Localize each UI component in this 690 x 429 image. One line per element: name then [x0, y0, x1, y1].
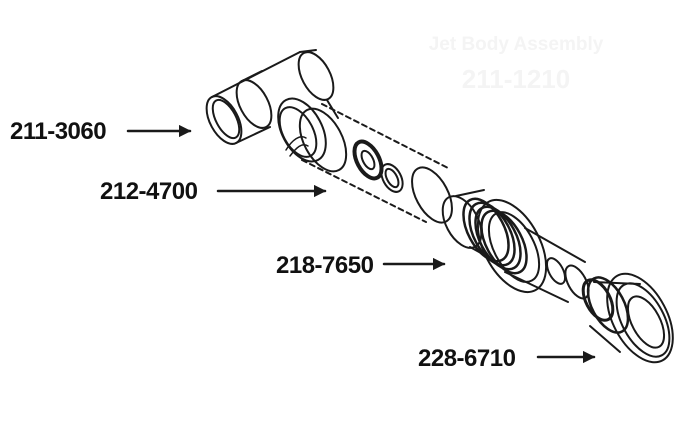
part-number-label: 211-3060 [10, 118, 107, 145]
watermark-code: 211-1210 [461, 64, 571, 94]
part-number-label: 218-7650 [276, 252, 374, 279]
tee-fitting-part [205, 49, 339, 163]
watermark-title: Jet Body Assembly [428, 34, 604, 55]
wall-fitting-part [441, 189, 590, 303]
part-number-label: 228-6710 [418, 345, 516, 372]
escutcheon-part [581, 272, 674, 364]
part-number-label: 212-4700 [100, 178, 198, 205]
clear-tube-part [298, 103, 453, 224]
leader-arrows [126, 124, 596, 364]
